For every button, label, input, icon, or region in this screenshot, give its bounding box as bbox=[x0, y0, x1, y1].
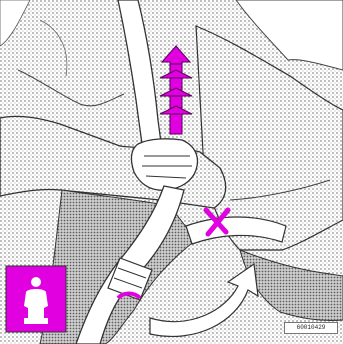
figure-code-label: 60010429 bbox=[284, 322, 338, 334]
seated-passenger-icon bbox=[6, 266, 66, 332]
hand-pulling-belt bbox=[131, 139, 197, 191]
